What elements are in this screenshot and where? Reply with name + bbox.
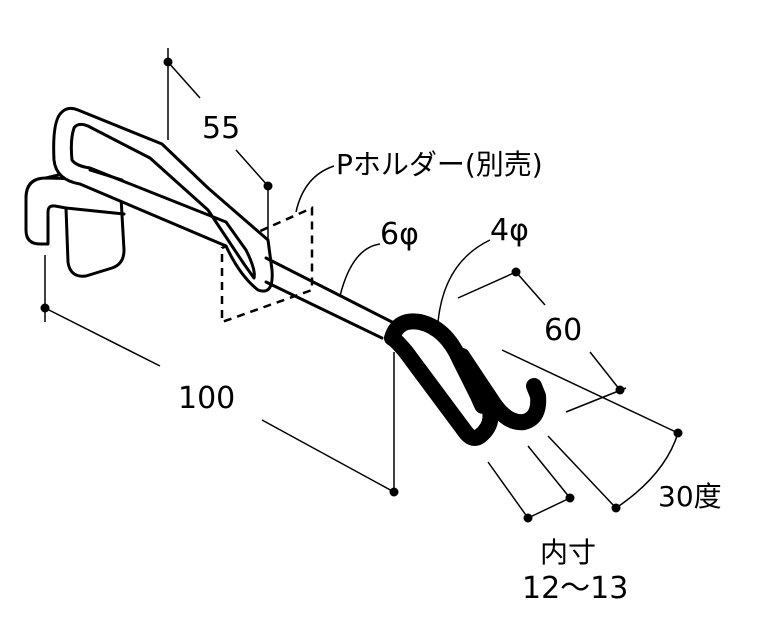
dim-100-line-a [44, 307, 161, 367]
dot [611, 503, 621, 513]
inner-dim-line [527, 497, 571, 519]
label-100: 100 [178, 381, 235, 416]
dot [389, 487, 399, 497]
label-inner-title: 内寸 [540, 536, 596, 569]
dia-4-leader [437, 239, 491, 323]
p-holder-leader [295, 165, 335, 213]
dim-60-line-b [589, 351, 621, 391]
dot [511, 267, 521, 277]
back-clip-edge [64, 206, 126, 216]
dim-55-line-b [235, 149, 269, 187]
dia-6-leader [339, 243, 381, 297]
dot [263, 181, 273, 191]
wire-frame-rail [88, 168, 124, 182]
label-60: 60 [544, 313, 582, 348]
label-55: 55 [202, 111, 240, 146]
dot [565, 493, 575, 503]
dot [615, 385, 625, 395]
inner-ext-right [527, 445, 571, 499]
dimension-lines [44, 48, 679, 519]
hook-tip [384, 313, 547, 446]
dim-55-line-a [167, 61, 201, 99]
dot [523, 513, 533, 523]
angle-ext-long [501, 349, 679, 434]
dim-100-line-b [261, 419, 395, 493]
back-clip [24, 176, 126, 278]
label-angle-30: 30度 [658, 480, 722, 513]
rod [264, 256, 394, 340]
rod-bottom-edge [264, 280, 384, 340]
dim-60-line-a [515, 271, 546, 306]
angle-arc [615, 432, 679, 509]
label-p-holder: Pホルダー(別売) [336, 148, 543, 181]
rod-top-edge [264, 256, 394, 324]
labels: 55 Pホルダー(別売) 6φ 4φ 60 100 30度 内寸 12〜13 [178, 111, 722, 606]
dot [163, 57, 173, 67]
dot [40, 303, 50, 313]
dim-60-ext-top [457, 271, 517, 299]
label-dia-6: 6φ [380, 217, 419, 252]
label-dia-4: 4φ [490, 213, 529, 248]
label-inner-value: 12〜13 [522, 571, 628, 606]
inner-ext-left [487, 461, 529, 519]
dimension-dots [40, 57, 683, 523]
wire-frame-inner [69, 122, 256, 280]
p-holder-outline [220, 206, 314, 324]
angle-ext-short [547, 435, 617, 509]
hook-tip-return [454, 348, 547, 431]
dot [673, 428, 683, 438]
bracket-body [24, 106, 274, 293]
